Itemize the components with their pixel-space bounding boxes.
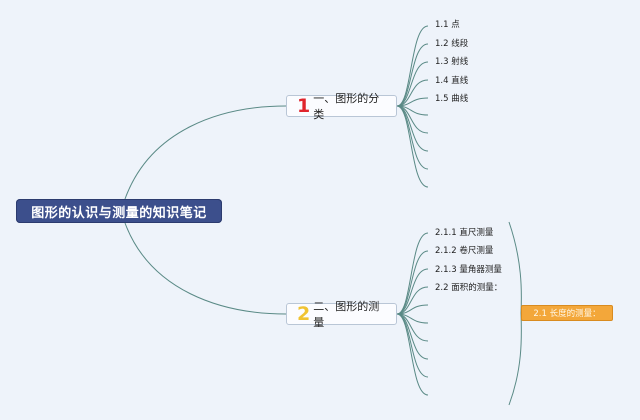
- connector-b1-9: [396, 105, 429, 188]
- connector-b2-8: [396, 313, 429, 378]
- leaf-curve[interactable]: 1.5 曲线: [435, 94, 469, 104]
- connector-b1-2: [396, 61, 429, 107]
- leaf-segment[interactable]: 1.2 线段: [435, 39, 469, 49]
- leaf-protractor-measure[interactable]: 2.1.3 量角器测量: [435, 265, 502, 275]
- branch-node-measurement[interactable]: 2 二、图形的测量: [286, 300, 397, 329]
- connector-b1-7: [396, 105, 429, 152]
- leaf-point[interactable]: 1.1 点: [435, 20, 460, 30]
- connector-b2-2: [396, 268, 429, 315]
- sub-node-label: 2.1 长度的测量：: [533, 309, 601, 319]
- leaf-ray[interactable]: 1.3 射线: [435, 57, 469, 67]
- sub-node-length-measure[interactable]: 2.1 长度的测量：: [521, 305, 613, 321]
- branch-number-2: 2: [297, 302, 311, 325]
- connector-b1-8: [396, 105, 429, 170]
- branch-number-1: 1: [297, 94, 311, 117]
- connector-b1-3: [396, 79, 429, 107]
- leaf-tape-measure[interactable]: 2.1.2 卷尺测量: [435, 246, 494, 256]
- leaf-line[interactable]: 1.4 直线: [435, 76, 469, 86]
- leaf-ruler-measure[interactable]: 2.1.1 直尺测量: [435, 228, 494, 238]
- connector-b2-1: [396, 250, 429, 315]
- connector-b1-1: [396, 43, 429, 107]
- connector-b1-0: [396, 25, 429, 107]
- connector-bracket-bottom: [508, 312, 522, 406]
- root-label: 图形的认识与测量的知识笔记: [31, 205, 207, 221]
- root-node[interactable]: 图形的认识与测量的知识笔记: [16, 199, 222, 223]
- leaf-area-measure[interactable]: 2.2 面积的测量：: [435, 283, 503, 293]
- connector-root-branch1: [124, 105, 287, 200]
- connector-b2-7: [396, 313, 429, 360]
- branch-node-classification[interactable]: 1 一、图形的分类: [286, 92, 397, 121]
- connector-root-branch2: [124, 222, 287, 315]
- connector-bracket-top: [508, 221, 522, 314]
- connector-b2-9: [396, 313, 429, 396]
- connector-b2-3: [396, 286, 429, 315]
- connector-b2-0: [396, 232, 429, 315]
- branch-label-measurement: 二、图形的测量: [313, 300, 380, 329]
- branch-label-classification: 一、图形的分类: [313, 92, 380, 121]
